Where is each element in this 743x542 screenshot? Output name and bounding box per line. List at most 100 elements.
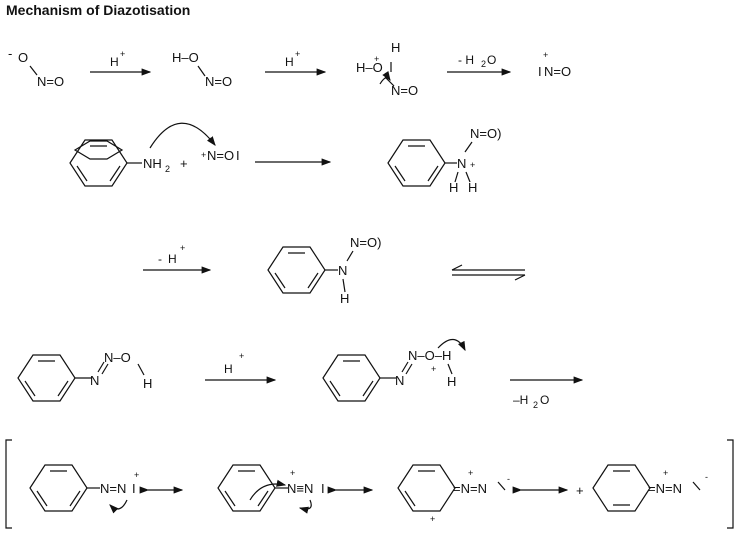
small-l: I bbox=[321, 481, 325, 496]
hplus-label: H bbox=[285, 55, 294, 69]
ho-group: H–O bbox=[172, 50, 199, 65]
curly-arrow bbox=[109, 499, 128, 514]
nno-group: N=O bbox=[207, 148, 234, 163]
no-h-group: N–O–H bbox=[408, 348, 451, 363]
equilibrium-head bbox=[451, 264, 463, 271]
double-bond bbox=[69, 490, 81, 507]
double-bond bbox=[329, 380, 341, 397]
curly-arrow bbox=[379, 71, 391, 85]
plus-charge: + bbox=[120, 49, 125, 59]
loss-water-label: –H bbox=[513, 393, 528, 407]
benzene-ring bbox=[29, 464, 88, 512]
bond bbox=[464, 141, 473, 153]
bond bbox=[342, 278, 346, 293]
plus-charge: + bbox=[430, 514, 435, 524]
curly-arrow bbox=[298, 499, 312, 514]
double-bond bbox=[427, 165, 439, 182]
minus-charge: - bbox=[705, 472, 708, 482]
loss-water-label: - H bbox=[458, 53, 474, 67]
benzene-ring bbox=[217, 464, 276, 512]
o-atom: O bbox=[18, 50, 28, 65]
benzene-ring bbox=[17, 354, 76, 402]
quinoid-diazo-group: =N=N bbox=[453, 481, 487, 496]
bond bbox=[197, 65, 206, 77]
double-bond bbox=[97, 361, 105, 373]
double-bond bbox=[36, 490, 48, 507]
n-atom: N bbox=[90, 373, 99, 388]
h-atom: H bbox=[468, 180, 477, 195]
minus-h-label: - bbox=[158, 252, 162, 266]
row1-nitrosonium: + I N=O bbox=[538, 50, 571, 79]
small-l: I bbox=[236, 148, 240, 163]
plus-charge: + bbox=[663, 468, 668, 478]
hplus-label: H bbox=[110, 55, 119, 69]
plus-charge: + bbox=[134, 470, 139, 480]
nno-group: N=O) bbox=[470, 126, 501, 141]
row3-deprotonation: - H + bbox=[143, 243, 212, 274]
double-bond bbox=[101, 363, 109, 375]
o-atom: O bbox=[487, 53, 496, 67]
plus-charge: + bbox=[290, 468, 295, 478]
plus-charge: + bbox=[180, 243, 185, 253]
row5-resonance: N=N I + N≡N I + =N=N - + + + =N=N - bbox=[5, 439, 734, 529]
nh2-group: NH bbox=[143, 156, 162, 171]
minus-charge: - bbox=[8, 46, 12, 61]
plus-charge: + bbox=[468, 468, 473, 478]
diazonium-group: N=N bbox=[100, 481, 126, 496]
h-atom: H bbox=[447, 374, 456, 389]
row4-arrow-2: –H 2 O bbox=[510, 376, 584, 410]
double-bond bbox=[76, 165, 88, 182]
double-bond bbox=[394, 165, 406, 182]
curly-arrow bbox=[437, 338, 466, 352]
double-bond bbox=[257, 490, 269, 507]
row4-protonated-diazohydroxide: N N–O–H + H bbox=[322, 338, 466, 402]
plus-charge: + bbox=[543, 50, 548, 60]
double-bond bbox=[405, 363, 413, 375]
row1-nitrite: - O N=O bbox=[8, 46, 64, 89]
cyclohexadiene-ring bbox=[397, 464, 456, 512]
curly-arrow bbox=[149, 122, 216, 149]
plus-charge: + bbox=[295, 49, 300, 59]
plus-charge: + bbox=[201, 150, 206, 160]
hplus-label: H bbox=[224, 362, 233, 376]
no-group: N–O bbox=[104, 350, 131, 365]
double-bond bbox=[362, 380, 374, 397]
row1-arrow-2: H + bbox=[265, 49, 327, 76]
n-atom: N bbox=[395, 373, 404, 388]
bond bbox=[465, 171, 471, 183]
h-atom: H bbox=[143, 376, 152, 391]
double-bond bbox=[224, 490, 236, 507]
plus-charge-ring: + bbox=[576, 483, 584, 498]
h-atom: H bbox=[340, 291, 349, 306]
benzene-ring bbox=[73, 140, 124, 160]
bond bbox=[137, 363, 145, 376]
equilibrium-head bbox=[514, 274, 526, 281]
bracket-right bbox=[727, 439, 734, 529]
benzene-ring bbox=[387, 139, 446, 187]
row2-aniline: NH 2 + + N=O I bbox=[69, 122, 240, 187]
nno-group: N=O bbox=[391, 83, 418, 98]
double-bond bbox=[274, 272, 286, 289]
bond bbox=[29, 65, 38, 76]
bond bbox=[497, 481, 506, 491]
h-atom: H bbox=[449, 180, 458, 195]
plus-charge: + bbox=[239, 351, 244, 361]
row1-nitrous-acid: H–O N=O bbox=[172, 50, 232, 89]
h-label: H bbox=[168, 252, 177, 266]
page-title: Mechanism of Diazotisation bbox=[6, 2, 191, 18]
double-bond bbox=[24, 380, 36, 397]
curly-arrow bbox=[249, 479, 287, 501]
subscript-2: 2 bbox=[165, 164, 170, 174]
small-l: I bbox=[538, 64, 542, 79]
n-atom: N bbox=[338, 263, 347, 278]
bond bbox=[346, 250, 354, 262]
bond bbox=[447, 363, 453, 375]
double-bond bbox=[401, 361, 409, 373]
nno-group: N=O) bbox=[350, 235, 381, 250]
cyclohexadiene-ring bbox=[592, 464, 651, 512]
subscript-2: 2 bbox=[533, 400, 538, 410]
bond bbox=[454, 171, 459, 183]
plus-charge: + bbox=[431, 364, 436, 374]
row4-diazohydroxide: N N–O H bbox=[17, 350, 152, 402]
